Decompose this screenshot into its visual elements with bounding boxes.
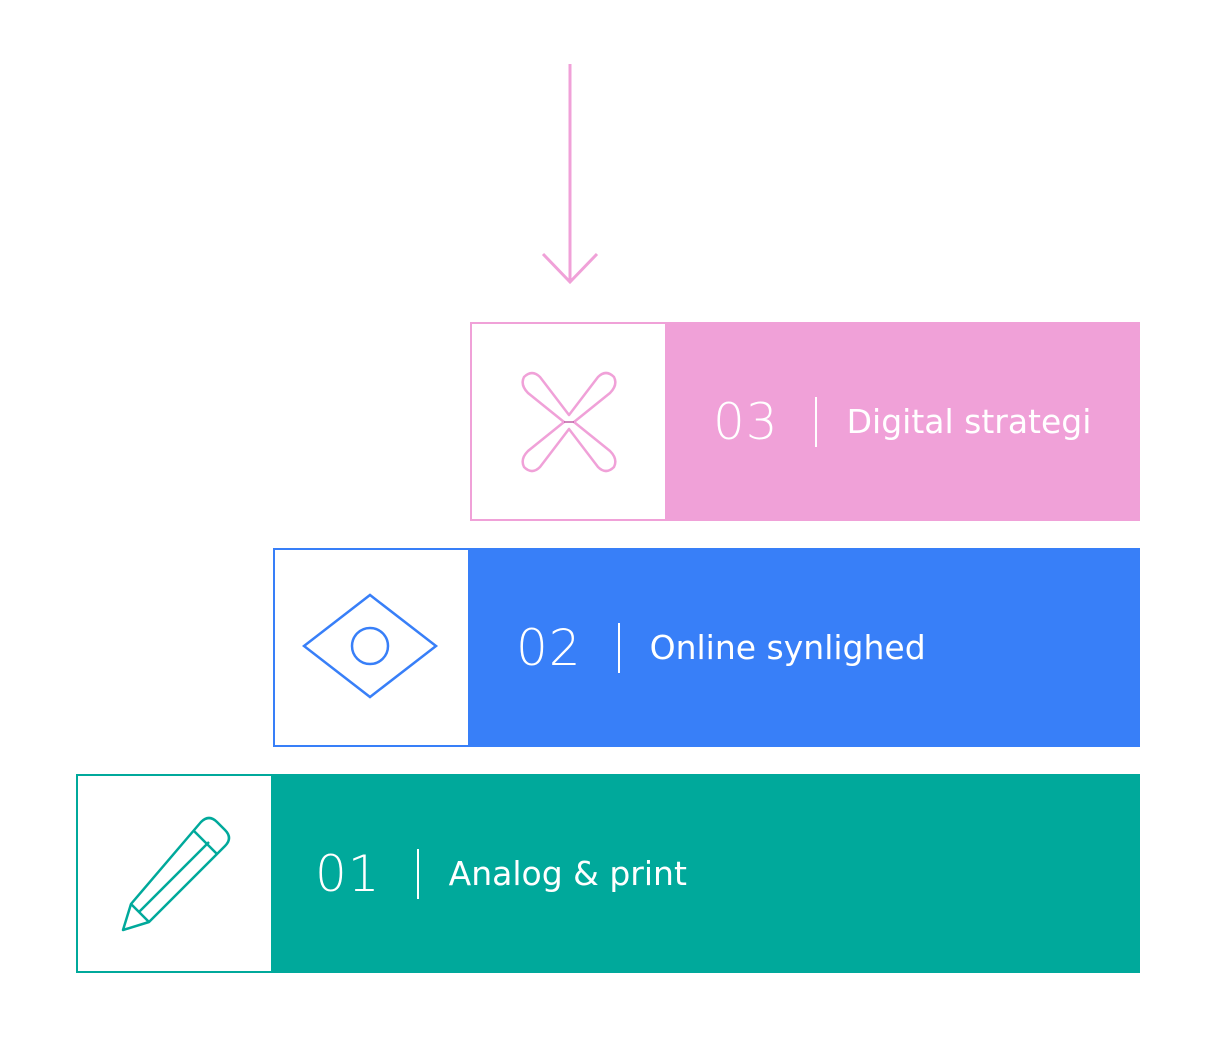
step-03-digital-strategi: 03 Digital strategi <box>470 322 1140 521</box>
pencil-icon <box>121 816 230 931</box>
step-03-number: 03 <box>713 392 779 451</box>
step-02-number: 02 <box>516 618 582 677</box>
step-02-band: 02 Online synlighed <box>470 548 1140 747</box>
down-arrow-icon <box>541 64 599 285</box>
step-02-icon-box <box>273 548 470 747</box>
step-02-separator <box>617 622 620 673</box>
step-03-separator <box>814 396 817 447</box>
step-01-icon-box <box>76 774 273 973</box>
step-02-label: Online synlighed <box>649 628 926 667</box>
step-03-band: 03 Digital strategi <box>667 322 1140 521</box>
step-01-number: 01 <box>315 844 381 903</box>
step-01-band: 01 Analog & print <box>273 774 1140 973</box>
step-01-label: Analog & print <box>448 854 687 893</box>
x-cross-icon <box>520 371 617 472</box>
step-02-online-synlighed: 02 Online synlighed <box>273 548 1140 747</box>
step-01-separator <box>416 848 419 899</box>
step-03-icon-box <box>470 322 667 521</box>
eye-icon <box>301 592 438 699</box>
step-03-label: Digital strategi <box>846 402 1092 441</box>
step-01-analog-print: 01 Analog & print <box>76 774 1140 973</box>
